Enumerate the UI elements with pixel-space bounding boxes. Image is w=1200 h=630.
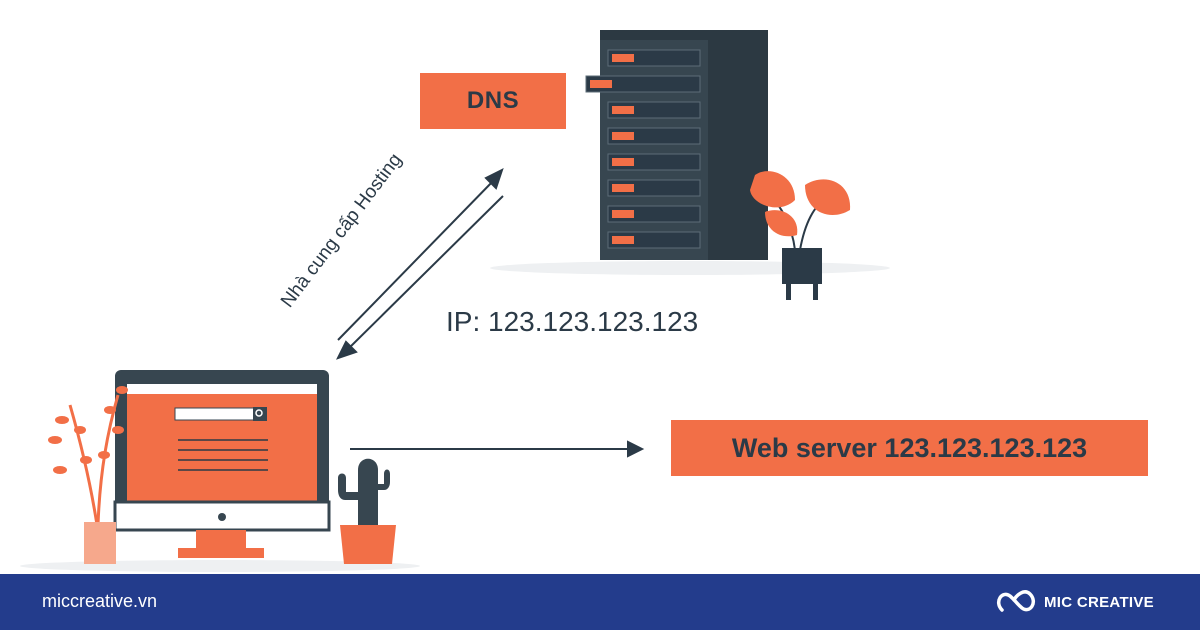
brand-block: MIC CREATIVE: [996, 588, 1154, 616]
branch-plant-icon: [48, 386, 128, 564]
diagram-canvas: DNS Nhà cung cấp Hosting IP: 123.123.123…: [20, 30, 1148, 572]
dns-exchange-arrows: [336, 168, 504, 360]
diagram-illustration: [20, 30, 890, 572]
footer-website: miccreative.vn: [42, 591, 158, 611]
brand-logo-icon: [997, 590, 1035, 612]
webserver-box: Web server 123.123.123.123: [671, 420, 1148, 476]
dns-label: DNS: [466, 87, 520, 114]
footer-bar: miccreative.vn MIC CREATIVE: [0, 574, 1200, 630]
server-floor-shadow: [490, 261, 890, 275]
webserver-label: Web server 123.123.123.123: [731, 432, 1088, 463]
server-rack-icon: [585, 30, 768, 260]
ip-address-label: IP: 123.123.123.123: [446, 306, 699, 337]
cactus-icon: [338, 458, 396, 564]
brand-name: MIC CREATIVE: [1044, 593, 1154, 611]
webserver-arrow: [350, 440, 645, 458]
monstera-plant-icon: [750, 171, 851, 300]
desktop-computer-icon: [113, 370, 331, 558]
computer-floor-shadow: [20, 560, 420, 572]
dns-box: DNS: [420, 73, 566, 129]
